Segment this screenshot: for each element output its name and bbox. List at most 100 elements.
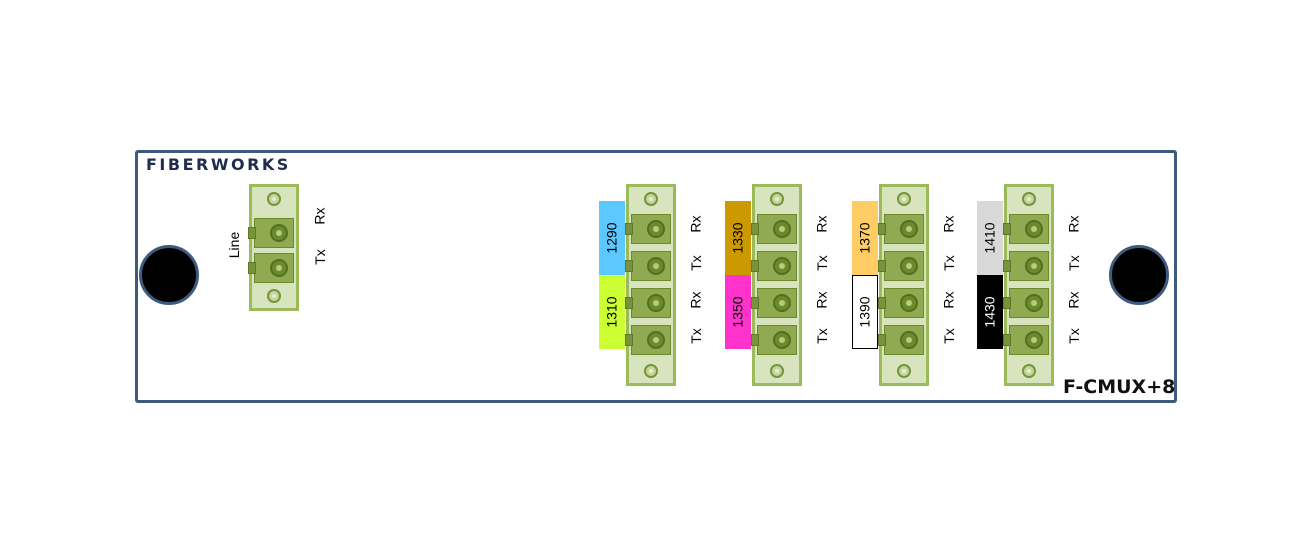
lc-latch-icon bbox=[878, 260, 886, 272]
port-label-1290-tx: Tx bbox=[687, 251, 705, 275]
port-label-1350-tx-text: Tx bbox=[814, 328, 830, 344]
fiber-ferrule-icon bbox=[1025, 331, 1043, 349]
lc-latch-icon bbox=[1003, 297, 1011, 309]
group-3-lc-port-3[interactable] bbox=[878, 288, 924, 318]
line-port-label-rx: Rx bbox=[311, 204, 329, 228]
line-port-label-tx-text: Tx bbox=[312, 249, 328, 265]
port-label-1410-tx: Tx bbox=[1065, 251, 1083, 275]
port-label-1430-rx-text: Rx bbox=[1066, 291, 1082, 309]
fiber-ferrule-icon bbox=[647, 331, 665, 349]
wavelength-label-1430-text: 1430 bbox=[982, 296, 998, 328]
port-label-1370-tx-text: Tx bbox=[941, 255, 957, 271]
line-label: Line bbox=[225, 230, 243, 260]
wavelength-label-1290: 1290 bbox=[599, 201, 625, 275]
group-3-adapter bbox=[878, 184, 929, 386]
lc-latch-icon bbox=[248, 262, 256, 274]
wavelength-label-1310: 1310 bbox=[599, 275, 625, 349]
port-label-1370-rx-text: Rx bbox=[941, 215, 957, 233]
fiber-ferrule-icon bbox=[773, 294, 791, 312]
lc-latch-icon bbox=[625, 297, 633, 309]
right-mounting-hole bbox=[1109, 245, 1169, 305]
lc-latch-icon bbox=[1003, 260, 1011, 272]
fiber-ferrule-icon bbox=[270, 224, 288, 242]
fiber-ferrule-icon bbox=[773, 331, 791, 349]
fiber-ferrule-icon bbox=[1025, 220, 1043, 238]
left-mounting-hole bbox=[139, 245, 199, 305]
fiber-ferrule-icon bbox=[1025, 257, 1043, 275]
lc-latch-icon bbox=[625, 334, 633, 346]
group-2-lc-port-4[interactable] bbox=[751, 325, 797, 355]
group-1-lc-port-4[interactable] bbox=[625, 325, 671, 355]
port-label-1410-rx: Rx bbox=[1065, 212, 1083, 236]
line-label-text: Line bbox=[226, 231, 242, 259]
lc-latch-icon bbox=[751, 260, 759, 272]
port-label-1410-tx-text: Tx bbox=[1066, 255, 1082, 271]
wavelength-label-1330: 1330 bbox=[725, 201, 751, 275]
lc-latch-icon bbox=[625, 260, 633, 272]
lc-latch-icon bbox=[1003, 223, 1011, 235]
group-3-lc-port-1[interactable] bbox=[878, 214, 924, 244]
wavelength-label-1390: 1390 bbox=[852, 275, 878, 349]
group-1-lc-port-1[interactable] bbox=[625, 214, 671, 244]
port-label-1330-rx: Rx bbox=[813, 212, 831, 236]
wavelength-label-1410-text: 1410 bbox=[982, 222, 998, 254]
group-2-adapter bbox=[751, 184, 802, 386]
lc-latch-icon bbox=[751, 297, 759, 309]
port-label-1430-tx: Tx bbox=[1065, 324, 1083, 348]
group-4-adapter bbox=[1003, 184, 1054, 386]
port-label-1430-rx: Rx bbox=[1065, 288, 1083, 312]
line-port-label-rx-text: Rx bbox=[312, 207, 328, 225]
port-label-1350-rx: Rx bbox=[813, 288, 831, 312]
wavelength-label-1290-text: 1290 bbox=[604, 222, 620, 254]
port-label-1330-rx-text: Rx bbox=[814, 215, 830, 233]
group-1-lc-port-3[interactable] bbox=[625, 288, 671, 318]
model-label: F-CMUX+8 bbox=[1063, 376, 1176, 398]
wavelength-label-1430: 1430 bbox=[977, 275, 1003, 349]
port-label-1310-tx-text: Tx bbox=[688, 328, 704, 344]
group-4-lc-port-1[interactable] bbox=[1003, 214, 1049, 244]
group-2-lc-port-1[interactable] bbox=[751, 214, 797, 244]
lc-latch-icon bbox=[751, 334, 759, 346]
group-2-lc-port-3[interactable] bbox=[751, 288, 797, 318]
adapter-screw-icon bbox=[770, 364, 784, 378]
port-label-1310-rx-text: Rx bbox=[688, 291, 704, 309]
fiber-ferrule-icon bbox=[900, 294, 918, 312]
line-lc-port-1[interactable] bbox=[248, 218, 294, 248]
line-lc-port-2[interactable] bbox=[248, 253, 294, 283]
port-label-1310-rx: Rx bbox=[687, 288, 705, 312]
adapter-screw-icon bbox=[897, 364, 911, 378]
group-1-lc-port-2[interactable] bbox=[625, 251, 671, 281]
port-label-1390-rx: Rx bbox=[940, 288, 958, 312]
group-3-lc-port-2[interactable] bbox=[878, 251, 924, 281]
group-3-lc-port-4[interactable] bbox=[878, 325, 924, 355]
fiber-ferrule-icon bbox=[773, 257, 791, 275]
lc-latch-icon bbox=[248, 227, 256, 239]
lc-latch-icon bbox=[878, 297, 886, 309]
port-label-1290-tx-text: Tx bbox=[688, 255, 704, 271]
adapter-screw-icon bbox=[644, 364, 658, 378]
port-label-1330-tx: Tx bbox=[813, 251, 831, 275]
adapter-screw-icon bbox=[267, 289, 281, 303]
group-4-lc-port-4[interactable] bbox=[1003, 325, 1049, 355]
port-label-1410-rx-text: Rx bbox=[1066, 215, 1082, 233]
lc-latch-icon bbox=[625, 223, 633, 235]
wavelength-label-1330-text: 1330 bbox=[730, 222, 746, 254]
lc-latch-icon bbox=[878, 334, 886, 346]
group-2-lc-port-2[interactable] bbox=[751, 251, 797, 281]
group-4-lc-port-2[interactable] bbox=[1003, 251, 1049, 281]
port-label-1370-rx: Rx bbox=[940, 212, 958, 236]
fiber-ferrule-icon bbox=[900, 257, 918, 275]
adapter-screw-icon bbox=[770, 192, 784, 206]
port-label-1390-rx-text: Rx bbox=[941, 291, 957, 309]
adapter-screw-icon bbox=[1022, 192, 1036, 206]
brand-logo: FIBERWORKS bbox=[146, 155, 291, 174]
fiber-ferrule-icon bbox=[1025, 294, 1043, 312]
wavelength-label-1370: 1370 bbox=[852, 201, 878, 275]
fiber-ferrule-icon bbox=[900, 331, 918, 349]
port-label-1350-tx: Tx bbox=[813, 324, 831, 348]
wavelength-label-1350-text: 1350 bbox=[730, 296, 746, 328]
wavelength-label-1390-text: 1390 bbox=[857, 296, 873, 328]
group-1-adapter bbox=[625, 184, 676, 386]
group-4-lc-port-3[interactable] bbox=[1003, 288, 1049, 318]
wavelength-label-1370-text: 1370 bbox=[857, 222, 873, 254]
